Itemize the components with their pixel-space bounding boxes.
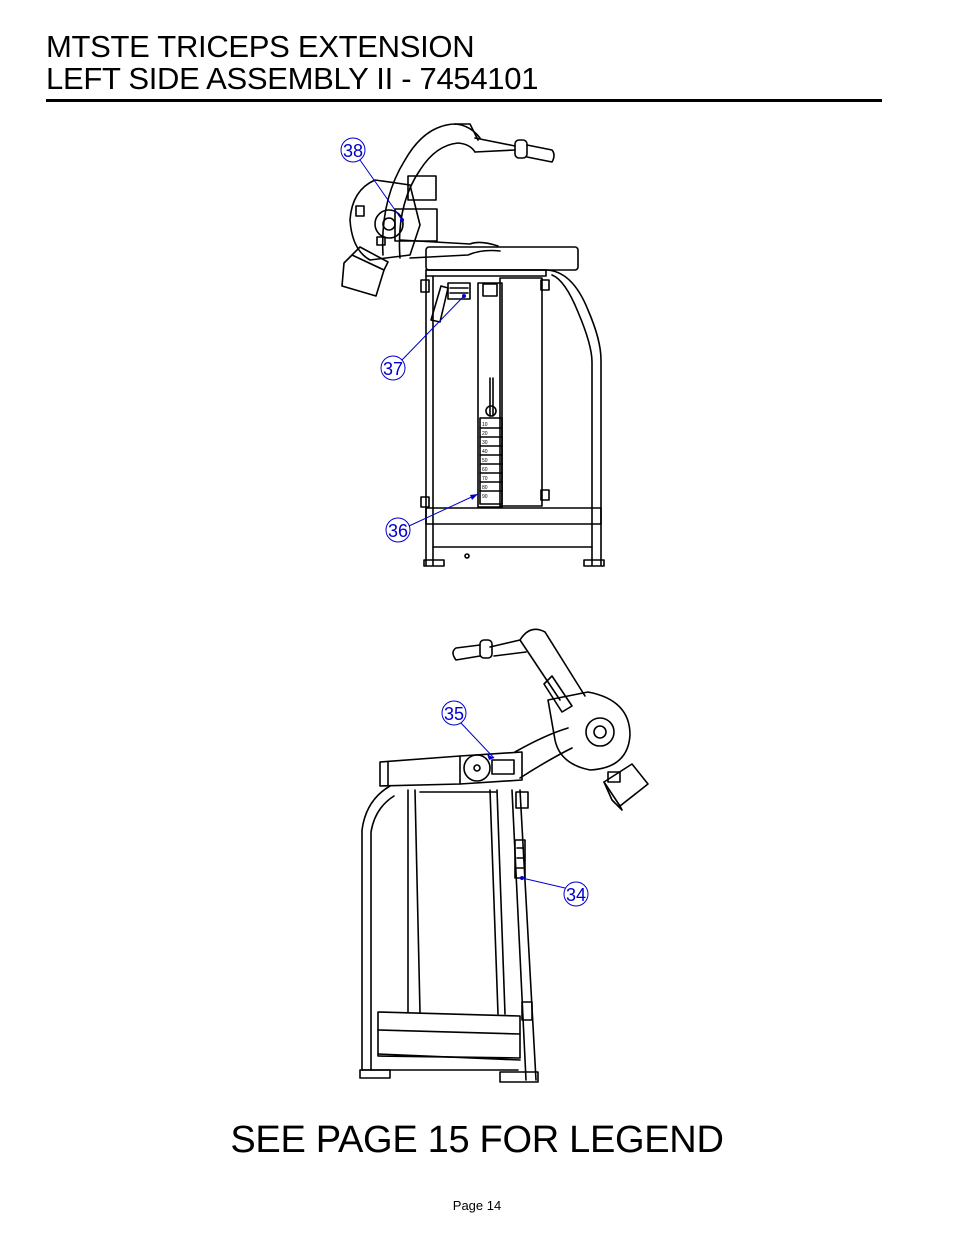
callout-34-label: 34 xyxy=(566,885,586,905)
page-number: Page 14 xyxy=(452,1198,502,1213)
callout-38-bubble xyxy=(340,137,366,163)
callout-35-bubble xyxy=(441,700,467,726)
bottom-view-drawing xyxy=(359,628,649,1083)
weight-label: 90 xyxy=(482,494,488,500)
weight-label: 20 xyxy=(482,431,488,437)
callout-35-label: 35 xyxy=(444,704,464,724)
callout-36-bubble xyxy=(385,517,411,543)
weight-label: 60 xyxy=(482,467,488,473)
title-underline xyxy=(46,99,882,102)
callout-34-bubble xyxy=(563,881,589,907)
callout-36-label: 36 xyxy=(388,521,408,541)
page-title-line-1: MTSTE TRICEPS EXTENSION xyxy=(46,29,475,64)
callout-37-bubble xyxy=(380,355,406,381)
page-title-line-2: LEFT SIDE ASSEMBLY II - 7454101 xyxy=(46,61,539,96)
weight-label: 50 xyxy=(482,458,488,464)
weight-label: 70 xyxy=(482,476,488,482)
legend-note: SEE PAGE 15 FOR LEGEND xyxy=(230,1119,724,1161)
callout-37-label: 37 xyxy=(383,359,403,379)
weight-label: 10 xyxy=(482,422,488,428)
weight-label: 30 xyxy=(482,440,488,446)
top-view-drawing xyxy=(341,123,605,567)
weight-label: 40 xyxy=(482,449,488,455)
weight-label: 80 xyxy=(482,485,488,491)
callout-38-label: 38 xyxy=(343,141,363,161)
